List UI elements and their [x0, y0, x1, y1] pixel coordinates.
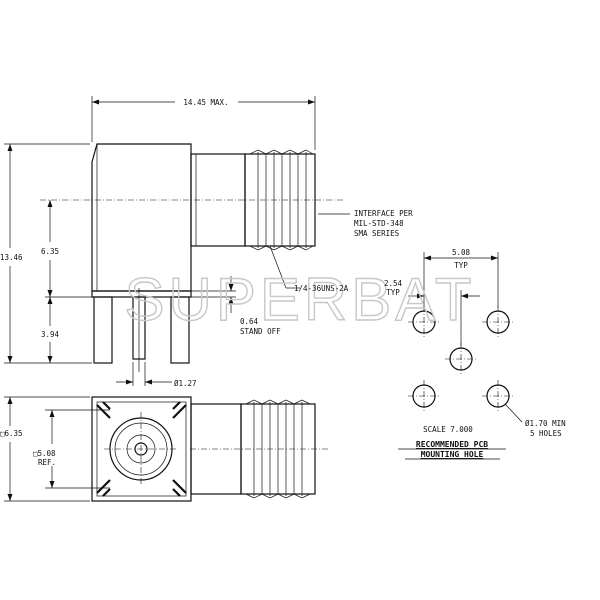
- dimension-lines: [4, 96, 350, 502]
- dim-lower-height: 3.94: [41, 330, 60, 339]
- dim-stand-off-value: 0.64: [240, 317, 259, 326]
- pcb-hole-note-line1: Ø1.70 MIN: [525, 419, 566, 428]
- watermark-text: SUPERBAT: [125, 266, 476, 333]
- pcb-scale: SCALE 7.000: [423, 425, 473, 434]
- pcb-hole: [408, 306, 440, 338]
- dimension-labels: 14.45 MAX. 13.46 6.35 3.94 0.64 STAND OF…: [0, 98, 413, 467]
- dim-thread: 1/4-36UNS-2A: [294, 284, 349, 293]
- pcb-labels: 5.08 TYP 2.54 TYP Ø1.70 MIN 5 HOLES SCAL…: [384, 248, 566, 460]
- pcb-title-line1: RECOMMENDED PCB: [416, 440, 488, 449]
- side-leg-right: [170, 296, 190, 364]
- interface-note-line2: MIL-STD-348: [354, 219, 404, 228]
- pcb-title-line2: MOUNTING HOLE: [421, 450, 484, 459]
- pcb-hole-note-line2: 5 HOLES: [530, 429, 562, 438]
- side-leg-left: [93, 296, 113, 364]
- side-threads: [249, 149, 314, 251]
- pcb-spacing: 5.08: [452, 248, 471, 257]
- dim-square-ref-label: REF.: [38, 458, 56, 467]
- top-corner-marks: [96, 401, 187, 497]
- pcb-hole: [445, 343, 477, 375]
- interface-note-line1: INTERFACE PER: [354, 209, 413, 218]
- dim-total-height: 13.46: [0, 253, 23, 262]
- top-view: [91, 396, 330, 502]
- dim-square-size: □6.35: [0, 429, 23, 438]
- interface-note-line3: SMA SERIES: [354, 229, 400, 238]
- dim-overall-length: 14.45 MAX.: [183, 98, 228, 107]
- pcb-hole: [408, 380, 440, 412]
- dim-square-ref-value: □5.08: [33, 449, 56, 458]
- side-view: [40, 143, 345, 372]
- pcb-spacing-typ: TYP: [454, 261, 468, 270]
- dim-stand-off-label: STAND OFF: [240, 327, 281, 336]
- dim-pin-diameter: Ø1.27: [174, 379, 197, 388]
- pcb-pitch: 2.54: [384, 279, 403, 288]
- pcb-hole: [482, 306, 514, 338]
- dim-upper-height: 6.35: [41, 247, 59, 256]
- pcb-hole-pattern: [408, 252, 523, 423]
- pcb-hole: [482, 380, 514, 412]
- pcb-pitch-typ: TYP: [386, 288, 400, 297]
